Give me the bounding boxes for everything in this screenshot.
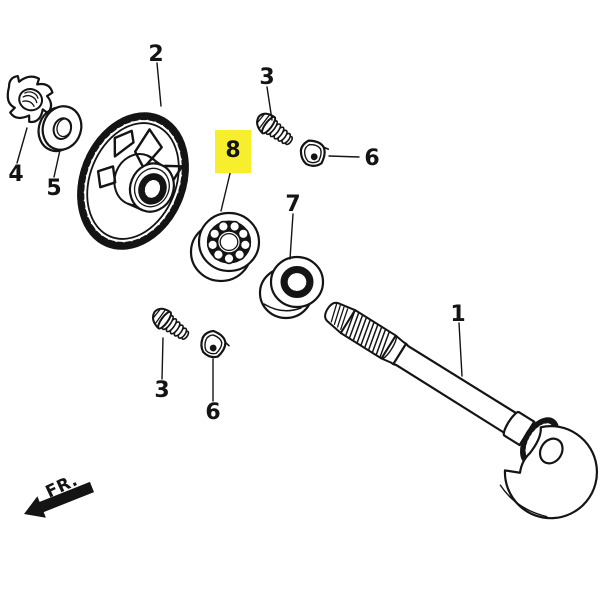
diagram-art [6, 62, 599, 520]
washer-hole-depth [56, 118, 73, 138]
highlight-box-callout-8 [215, 130, 251, 173]
front-arrow-icon [24, 481, 94, 518]
bearing-ball [233, 248, 246, 261]
shaft-spline-lines [344, 309, 390, 358]
bearing-ball [223, 252, 235, 265]
callout-7[interactable]: 7 [285, 192, 300, 217]
callout-3-lower[interactable]: 3 [154, 378, 169, 403]
callout-8[interactable]: 8 [225, 138, 240, 163]
bearing-ball [239, 239, 252, 251]
shaft-body [392, 342, 519, 435]
leader-7 [289, 213, 294, 260]
callout-5[interactable]: 5 [46, 176, 61, 201]
balancer-gear-part [77, 112, 189, 250]
callout-6-upper[interactable]: 6 [364, 146, 379, 171]
callout-1[interactable]: 1 [450, 302, 465, 327]
counterweight-face-line [499, 484, 548, 518]
stopper-plate-lower [199, 328, 232, 360]
leader-1 [458, 322, 463, 377]
leader-2 [156, 62, 162, 107]
callout-6-lower[interactable]: 6 [205, 400, 220, 425]
callout-labels: 1 2 3 4 5 6 7 8 3 6 [8, 42, 465, 425]
leader-5 [53, 149, 61, 178]
shaft-counterweight [503, 425, 599, 520]
washer-part [37, 105, 83, 153]
gear-teeth-ring [77, 113, 189, 249]
ball-bearing-part [189, 211, 261, 283]
gear-cutout-upper-left [113, 129, 135, 158]
gear-rim-line [86, 122, 180, 240]
callout-3-upper[interactable]: 3 [259, 65, 274, 90]
shaft-tip-threads [330, 303, 349, 331]
callout-4[interactable]: 4 [8, 162, 23, 187]
lock-nut-part [6, 74, 54, 124]
leader-4 [16, 127, 28, 164]
callout-2[interactable]: 2 [148, 42, 163, 67]
gear-hub-splines [139, 174, 166, 204]
bearing-ball [207, 239, 219, 251]
bearing-ball [212, 248, 225, 261]
nut-thread-lines [22, 91, 39, 108]
stopper-plate-upper [297, 135, 333, 170]
balancer-shaft-part [324, 301, 599, 520]
bearing-ball [228, 220, 241, 233]
needle-side-line [263, 303, 302, 312]
needle-splines [282, 267, 312, 297]
shaft-boss [502, 410, 536, 447]
bearing-ball [209, 228, 221, 240]
bearing-bore-inner-line [219, 232, 239, 252]
bearing-ball [217, 220, 230, 233]
bolt-lower [147, 303, 194, 346]
nut-bore [18, 88, 44, 112]
needle-bearing-part [258, 255, 325, 320]
bolt-upper [251, 108, 298, 151]
nut-outline [6, 74, 54, 124]
leader-3-upper [266, 86, 273, 121]
leader-6-upper [328, 155, 360, 158]
counterweight-hole [538, 437, 564, 465]
front-direction-indicator: FR. [24, 470, 94, 518]
bearing-ball [237, 228, 250, 240]
leader-3-lower [161, 337, 164, 380]
